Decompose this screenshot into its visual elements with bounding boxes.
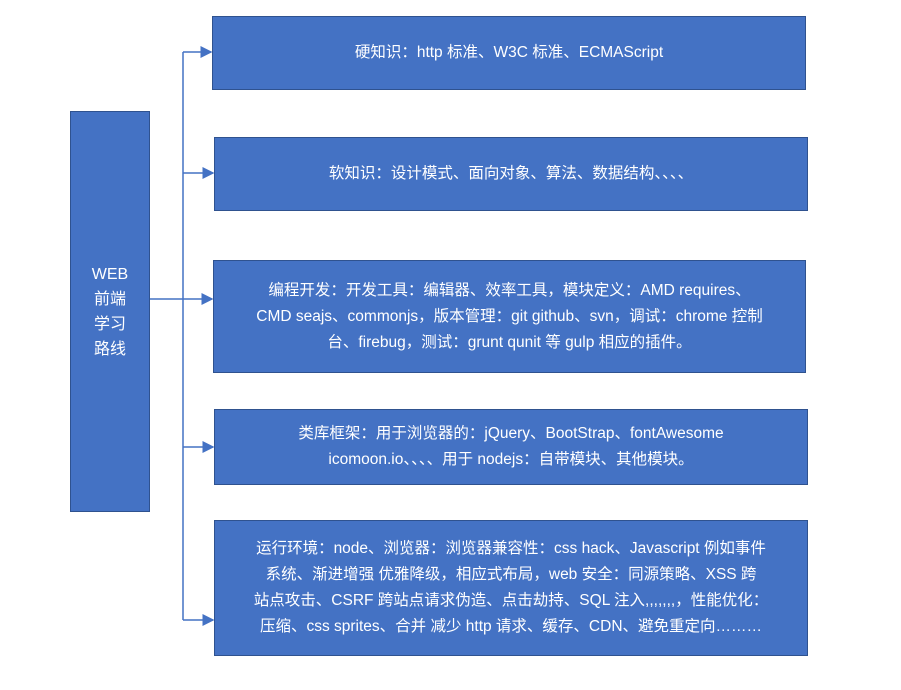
node-frameworks: 类库框架：用于浏览器的：jQuery、BootStrap、fontAwesome… — [214, 409, 808, 485]
node-soft-knowledge: 软知识：设计模式、面向对象、算法、数据结构、、、、 — [214, 137, 808, 211]
node-line: 站点攻击、CSRF 跨站点请求伪造、点击劫持、SQL 注入,,,,,,,，性能优… — [253, 592, 769, 609]
node-line: 压缩、css sprites、合并 减少 http 请求、缓存、CDN、避免重定… — [259, 618, 763, 635]
node-hard-knowledge: 硬知识：http 标准、W3C 标准、ECMAScript — [212, 16, 806, 90]
root-line: 前端 — [93, 290, 126, 308]
node-programming: 编程开发：开发工具：编辑器、效率工具，模块定义：AMD requires、 CM… — [213, 260, 806, 373]
root-node: WEB 前端 学习 路线 — [70, 111, 150, 512]
node-line: icomoon.io、、、、用于 nodejs：自带模块、其他模块。 — [328, 451, 694, 468]
node-line: 类库框架：用于浏览器的：jQuery、BootStrap、fontAwesome — [298, 425, 724, 442]
root-line: 路线 — [93, 340, 126, 358]
node-line: CMD seajs、commonjs，版本管理：git github、svn，调… — [256, 307, 763, 325]
node-line: 编程开发：开发工具：编辑器、效率工具，模块定义：AMD requires、 — [268, 281, 751, 299]
node-line: 硬知识：http 标准、W3C 标准、ECMAScript — [354, 44, 664, 61]
root-line: WEB — [91, 265, 129, 283]
node-line: 台、firebug，测试：grunt qunit 等 gulp 相应的插件。 — [327, 333, 692, 351]
node-line: 软知识：设计模式、面向对象、算法、数据结构、、、、 — [328, 165, 694, 182]
node-line: 运行环境：node、浏览器：浏览器兼容性：css hack、Javascript… — [256, 540, 766, 557]
root-line: 学习 — [93, 315, 126, 333]
node-line: 系统、渐进增强 优雅降级，相应式布局，web 安全：同源策略、XSS 跨 — [265, 566, 757, 583]
node-runtime: 运行环境：node、浏览器：浏览器兼容性：css hack、Javascript… — [214, 520, 808, 656]
